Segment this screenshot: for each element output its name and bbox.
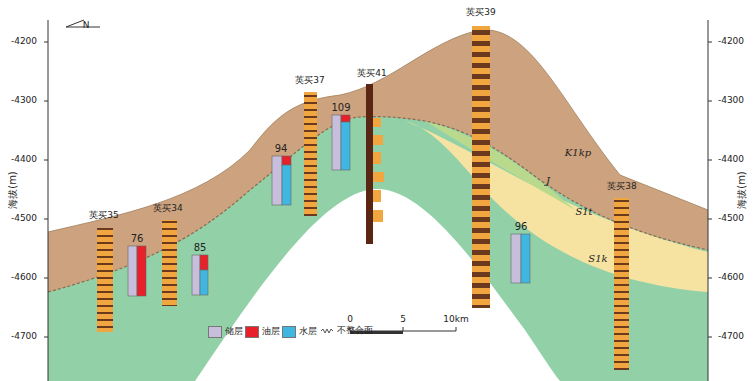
well-name: 英买39 (466, 8, 495, 18)
legend-item: 不整合面 (320, 326, 373, 336)
well-name: 英买35 (89, 211, 118, 221)
callout-number: 96 (515, 221, 528, 232)
tick-label: -4300 (718, 96, 744, 106)
scale-label: 5 (400, 315, 406, 325)
well-name: 英买34 (153, 204, 182, 214)
formation-label: S1t (575, 206, 592, 217)
legend-text: 不整合面 (337, 326, 373, 336)
legend-swatch (245, 326, 259, 338)
tick-label: -4600 (11, 273, 37, 283)
legend-swatch (208, 326, 222, 338)
legend-item: 水层 (282, 326, 317, 338)
well-name: 英买41 (357, 69, 386, 79)
tick-label: -4200 (11, 37, 37, 47)
legend-item: 储层 (208, 326, 243, 338)
axis-title: 海拔(m) (736, 171, 747, 209)
tick-label: -4200 (718, 37, 744, 47)
legend-line-sample (320, 326, 334, 336)
tick-label: -4400 (718, 155, 744, 165)
legend-text: 储层 (225, 327, 243, 337)
tick-label: -4300 (11, 96, 37, 106)
well-name: 英买37 (295, 76, 324, 86)
legend-item: 油层 (245, 326, 280, 338)
formation-label: J (546, 175, 550, 186)
north-label: N (83, 21, 90, 31)
tick-label: -4500 (718, 214, 744, 224)
tick-label: -4600 (718, 273, 744, 283)
tick-label: -4400 (11, 155, 37, 165)
well-name: 英买38 (607, 182, 636, 192)
axis-title: 海拔(m) (7, 171, 18, 209)
legend-text: 水层 (299, 327, 317, 337)
tick-label: -4700 (718, 332, 744, 342)
legend-swatch (282, 326, 296, 338)
callout-number: 94 (275, 143, 288, 154)
formation-label: K1kp (565, 147, 591, 158)
scale-label: 10km (443, 315, 468, 325)
legend-text: 油层 (262, 327, 280, 337)
callout-number: 76 (131, 233, 144, 244)
tick-label: -4500 (11, 214, 37, 224)
scale-label: 0 (347, 315, 353, 325)
tick-label: -4700 (11, 332, 37, 342)
callout-number: 109 (331, 102, 350, 113)
formation-label: S1k (588, 253, 607, 264)
callout-number: 85 (194, 242, 207, 253)
